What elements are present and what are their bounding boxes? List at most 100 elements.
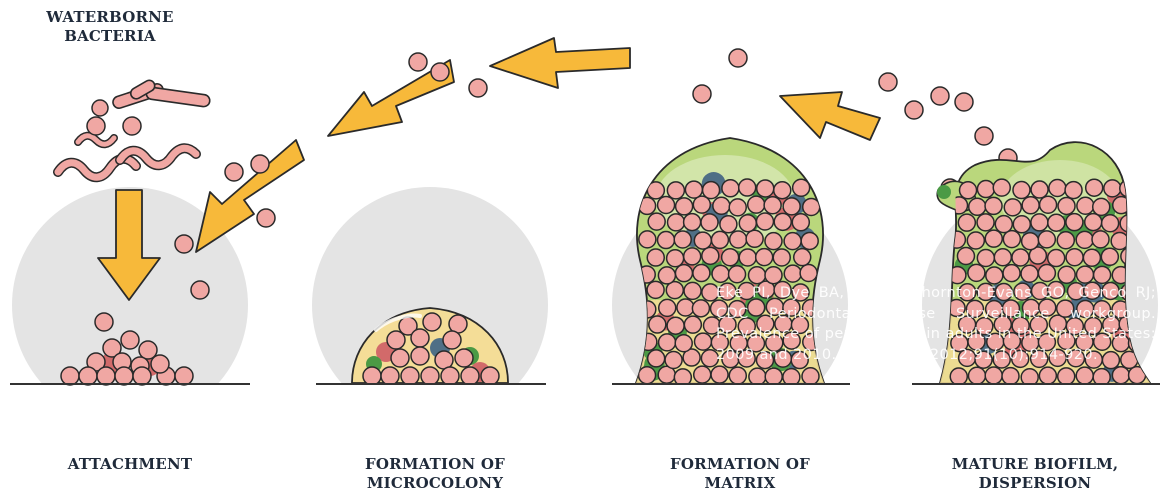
cell: [1031, 181, 1048, 198]
cell: [765, 368, 782, 385]
cell: [639, 367, 656, 384]
stage-label-line: MATRIX: [620, 474, 860, 493]
cell: [905, 101, 923, 119]
cell: [658, 267, 675, 284]
cell: [1113, 197, 1130, 214]
cell: [957, 247, 974, 264]
cell: [639, 197, 656, 214]
cell: [694, 232, 711, 249]
cell: [757, 180, 774, 197]
cell: [1013, 216, 1030, 233]
cell: [647, 249, 664, 266]
stage-label-line: ATTACHMENT: [20, 455, 240, 474]
cell: [684, 248, 701, 265]
stage-label-matrix: FORMATION OF MATRIX: [620, 455, 860, 493]
cell: [469, 79, 487, 97]
cell: [648, 350, 665, 367]
cell: [1038, 231, 1055, 248]
cell: [955, 93, 973, 111]
cell: [792, 214, 809, 231]
cell: [92, 100, 108, 116]
cell: [711, 231, 728, 248]
cell: [765, 233, 782, 250]
cell: [1111, 232, 1128, 249]
stage-label-line: FORMATION OF: [320, 455, 550, 474]
cell: [191, 281, 209, 299]
cell: [968, 367, 985, 384]
cell: [1129, 367, 1146, 384]
cell: [667, 317, 684, 334]
cell: [639, 231, 656, 248]
cell: [658, 196, 675, 213]
cell: [659, 334, 676, 351]
cell: [784, 233, 801, 250]
cell: [676, 198, 693, 215]
cell: [968, 264, 985, 281]
cell: [931, 87, 949, 105]
stage-label-line: MATURE BIOFILM,: [915, 455, 1155, 474]
cell: [1102, 215, 1119, 232]
cell: [729, 199, 746, 216]
cell: [1038, 264, 1055, 281]
waterborne-bacteria-title: WATERBORNE BACTERIA: [40, 8, 180, 46]
cell: [722, 249, 739, 266]
cell: [756, 213, 773, 230]
cell: [659, 299, 676, 316]
cell: [684, 316, 701, 333]
cell: [739, 249, 756, 266]
cell: [1077, 197, 1094, 214]
cell: [801, 232, 818, 249]
cell: [648, 213, 665, 230]
cell: [985, 367, 1002, 384]
cell: [225, 163, 243, 181]
cell: [967, 232, 984, 249]
cell: [994, 249, 1011, 266]
cell: [1048, 250, 1065, 267]
stage-label-mature-biofilm: MATURE BIOFILM, DISPERSION: [915, 455, 1155, 493]
cell: [674, 231, 691, 248]
cell: [995, 216, 1012, 233]
cell: [667, 182, 684, 199]
cell: [749, 267, 766, 284]
cell: [720, 216, 737, 233]
cell: [729, 367, 746, 384]
cell: [711, 366, 728, 383]
cell: [1120, 180, 1137, 197]
cell: [675, 265, 692, 282]
cell: [1066, 249, 1083, 266]
cell: [993, 179, 1010, 196]
cell: [1031, 214, 1048, 231]
cell: [1083, 249, 1100, 266]
cell: [668, 214, 685, 231]
cell: [960, 182, 977, 199]
cell: [1076, 266, 1093, 283]
cell: [667, 250, 684, 267]
cell: [1112, 367, 1129, 384]
stage-label-line: FORMATION OF: [620, 455, 860, 474]
cell: [975, 127, 993, 145]
cell: [703, 182, 720, 199]
cell: [693, 265, 710, 282]
cell: [729, 266, 746, 283]
cell: [879, 73, 897, 91]
cell: [175, 235, 193, 253]
cell: [1058, 368, 1075, 385]
cell: [692, 300, 709, 317]
cell: [765, 267, 782, 284]
cell: [1002, 368, 1019, 385]
cell: [647, 281, 664, 298]
cell: [803, 198, 820, 215]
cell: [1049, 180, 1066, 197]
cell: [693, 85, 711, 103]
cell: [986, 267, 1003, 284]
cell: [1003, 231, 1020, 248]
microcolony-circle: [312, 187, 548, 423]
cell: [773, 249, 790, 266]
cell: [649, 316, 666, 333]
cell: [675, 335, 692, 352]
cell: [1022, 233, 1039, 250]
cell: [87, 117, 105, 135]
cell: [950, 368, 967, 385]
cell: [702, 247, 719, 264]
cell: [1013, 182, 1030, 199]
